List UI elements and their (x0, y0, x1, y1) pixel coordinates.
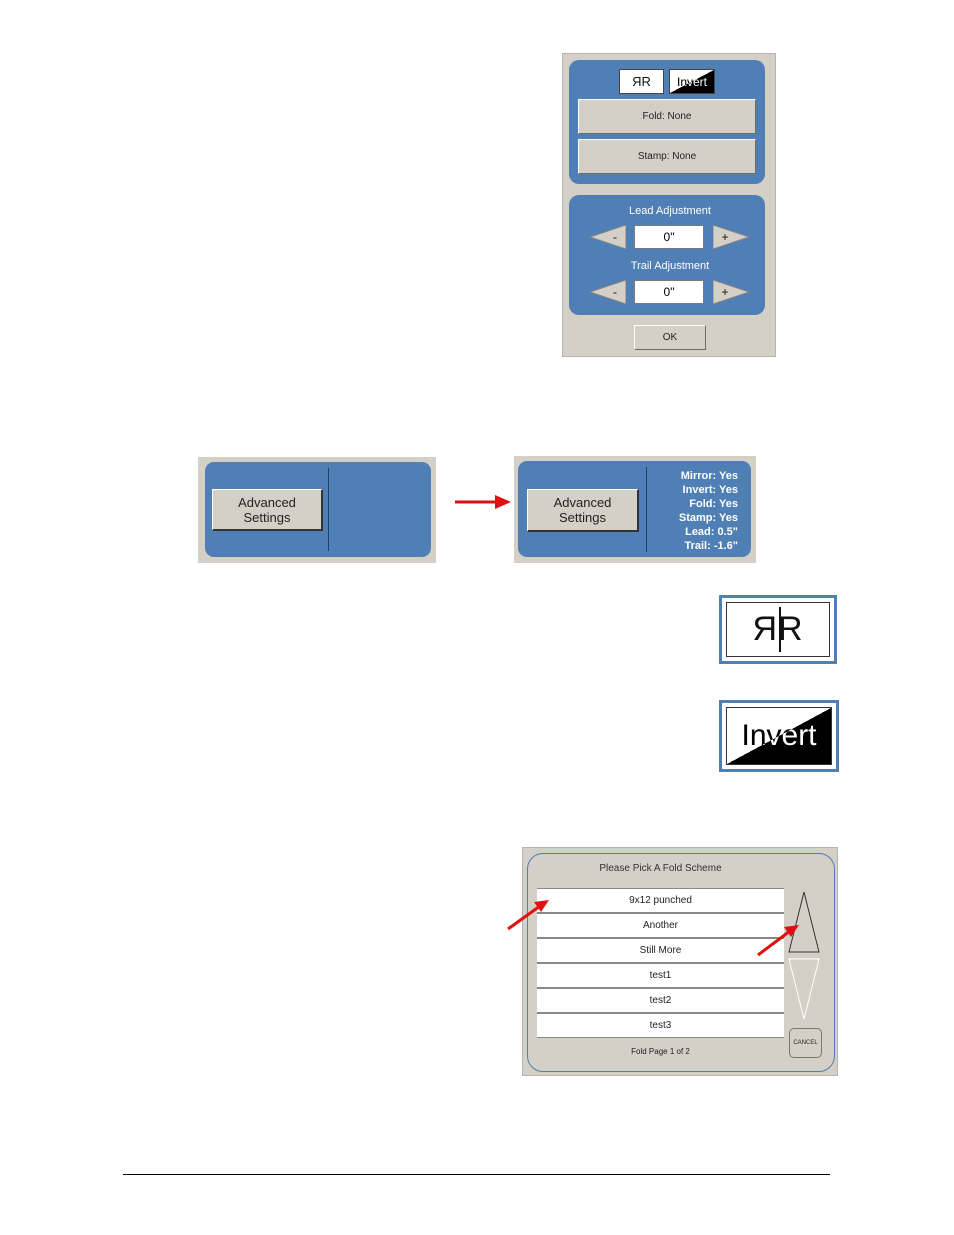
right-arrow-icon (713, 225, 749, 249)
advanced-settings-button-after[interactable]: Advanced Settings (527, 489, 639, 532)
mirror-icon: ЯR (719, 595, 837, 664)
page-footer-rule (123, 1174, 830, 1175)
fold-label: Fold: None (642, 111, 692, 122)
ok-button[interactable]: OK (634, 325, 706, 350)
mirror-icon-label: ЯR (752, 610, 804, 648)
list-item[interactable]: test3 (537, 1013, 784, 1038)
advanced-button-line1: Advanced (553, 495, 612, 510)
advanced-settings-button-before[interactable]: Advanced Settings (212, 489, 323, 531)
lead-minus-label: - (613, 230, 617, 244)
lead-value: 0" (663, 230, 675, 244)
lead-value-field[interactable]: 0" (634, 225, 704, 249)
status-lead: Lead: 0.5" (685, 526, 738, 538)
fold-item-label: test3 (649, 1020, 672, 1031)
fold-item-label: 9x12 punched (629, 895, 692, 906)
cancel-label: CANCEL (793, 1040, 818, 1046)
lead-minus-button[interactable]: - (590, 225, 626, 249)
invert-button[interactable]: Invert (669, 69, 715, 94)
advanced-button-line1: Advanced (238, 494, 296, 510)
lead-plus-button[interactable]: + (713, 225, 749, 249)
scroll-down-arrow-icon[interactable] (788, 958, 820, 1020)
advanced-button-line2: Settings (243, 509, 291, 525)
right-arrow-icon (713, 280, 749, 304)
list-item[interactable]: Another (537, 913, 784, 938)
trail-value: 0" (663, 285, 675, 299)
trail-adjustment-title: Trail Adjustment (630, 260, 710, 272)
scroll-up-arrow-icon[interactable] (788, 891, 820, 953)
trail-value-field[interactable]: 0" (634, 280, 704, 304)
stamp-button[interactable]: Stamp: None (578, 139, 756, 174)
trail-minus-label: - (613, 285, 617, 299)
trail-minus-button[interactable]: - (590, 280, 626, 304)
invert-icon: Invert (719, 700, 839, 772)
red-pointer-arrow-icon (757, 925, 799, 957)
mirror-label: ЯR (632, 74, 651, 89)
trail-plus-label: + (721, 285, 729, 299)
panel-divider (328, 468, 329, 551)
red-arrow-icon (455, 495, 511, 509)
list-item[interactable]: test1 (537, 963, 784, 988)
lead-adjustment-title: Lead Adjustment (629, 205, 711, 217)
left-arrow-icon (590, 225, 626, 249)
status-fold: Fold: Yes (689, 498, 738, 510)
lead-plus-label: + (721, 230, 729, 244)
ok-label: OK (662, 332, 678, 343)
invert-label: Invert (676, 74, 707, 89)
fold-item-label: test1 (649, 970, 672, 981)
status-trail: Trail: -1.6" (684, 540, 738, 552)
fold-button[interactable]: Fold: None (578, 99, 756, 134)
list-item[interactable]: Still More (537, 938, 784, 963)
fold-page-indicator: Fold Page 1 of 2 (631, 1047, 690, 1056)
left-arrow-icon (590, 280, 626, 304)
mirror-button[interactable]: ЯR (619, 69, 664, 94)
invert-icon-inner (726, 707, 832, 765)
mirror-icon-inner (726, 602, 830, 657)
fold-item-label: test2 (649, 995, 672, 1006)
stamp-label: Stamp: None (637, 151, 697, 162)
status-invert: Invert: Yes (682, 484, 738, 496)
status-mirror: Mirror: Yes (680, 470, 738, 482)
trail-plus-button[interactable]: + (713, 280, 749, 304)
mirror-icon-divider (779, 607, 781, 652)
list-item[interactable]: test2 (537, 988, 784, 1013)
panel-divider (646, 467, 647, 552)
list-item[interactable]: 9x12 punched (537, 888, 784, 913)
fold-item-label: Another (642, 920, 679, 931)
settings-status-list: Mirror: Yes Invert: Yes Fold: Yes Stamp:… (652, 469, 738, 555)
cancel-button[interactable]: CANCEL (789, 1028, 822, 1058)
invert-icon-label: Invert (741, 719, 817, 752)
fold-item-label: Still More (639, 945, 682, 956)
fold-scheme-frame (527, 853, 835, 1072)
advanced-button-line2: Settings (559, 510, 606, 525)
fold-scheme-title: Please Pick A Fold Scheme (599, 863, 722, 874)
status-stamp: Stamp: Yes (678, 512, 738, 524)
red-pointer-arrow-icon (507, 900, 549, 931)
